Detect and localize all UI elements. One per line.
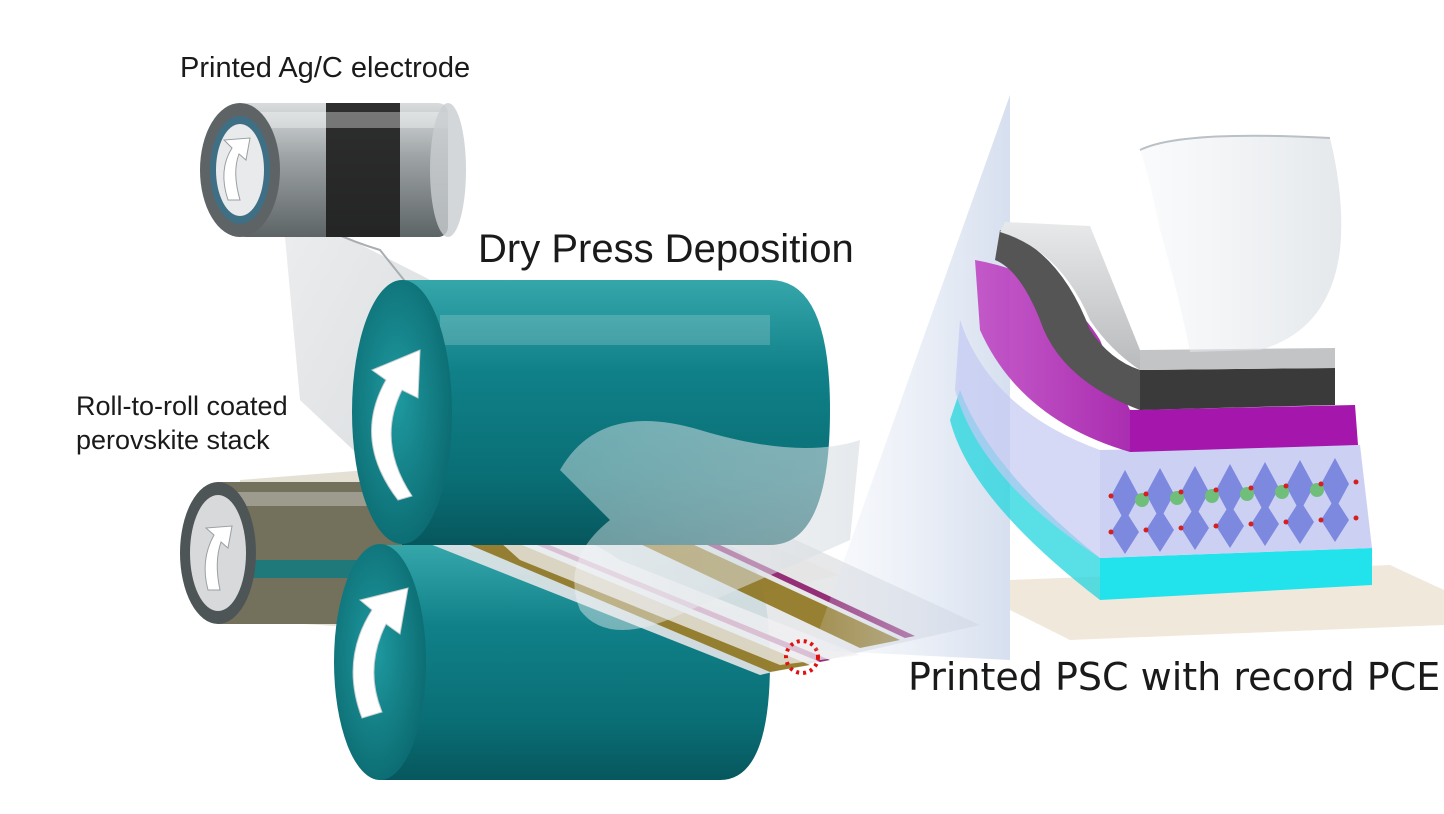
lattice-nodes [1108, 479, 1359, 535]
top-roller-highlight [440, 315, 770, 345]
psc-clear-film-curl [1140, 135, 1342, 352]
process-title: Dry Press Deposition [478, 227, 854, 271]
result-caption: Printed PSC with record PCE [908, 655, 1441, 699]
electrode-label: Printed Ag/C electrode [180, 52, 471, 84]
psc-device-stack [950, 134, 1444, 640]
perovskite-stack-label-line2: perovskite stack [76, 425, 270, 455]
rotation-arrow-icon [222, 137, 251, 201]
dotted-circle-marker-icon [784, 639, 820, 675]
rotation-arrow-icon [370, 349, 421, 501]
psc-clear-film-edge [1139, 134, 1331, 151]
electrode-highlight [236, 112, 448, 128]
zoom-cone [812, 95, 1010, 660]
perovskite-stack-label-line1: Roll-to-roll coated [76, 391, 288, 421]
perovskite-octahedra [1111, 458, 1349, 554]
bottom-roller-face [334, 544, 426, 780]
rotation-arrow-icon [204, 525, 233, 591]
a-site-cations [1135, 483, 1324, 507]
psc-dark-electrode-curve [995, 230, 1140, 410]
top-roller-face [352, 280, 452, 544]
psc-grey-top-curve [1000, 222, 1140, 370]
psc-grey-top-layer [1140, 348, 1335, 370]
psc-magenta-layer-curve [975, 260, 1130, 452]
psc-perovskite-layer-curve [955, 320, 1100, 558]
psc-dark-electrode-layer [1140, 368, 1335, 410]
clear-film-sheet [560, 421, 860, 630]
psc-cyan-substrate [1100, 548, 1372, 600]
electrode-roll-inner [216, 124, 264, 216]
top-press-roller [352, 280, 860, 630]
psc-magenta-layer [1130, 405, 1358, 452]
electrode-black-band [326, 103, 400, 237]
perovskite-stack-label: Roll-to-roll coated perovskite stack [76, 389, 288, 457]
electrode-roll-end [430, 103, 466, 237]
perovskite-roll-highlight [210, 492, 410, 506]
rotation-arrow-icon [352, 587, 409, 719]
